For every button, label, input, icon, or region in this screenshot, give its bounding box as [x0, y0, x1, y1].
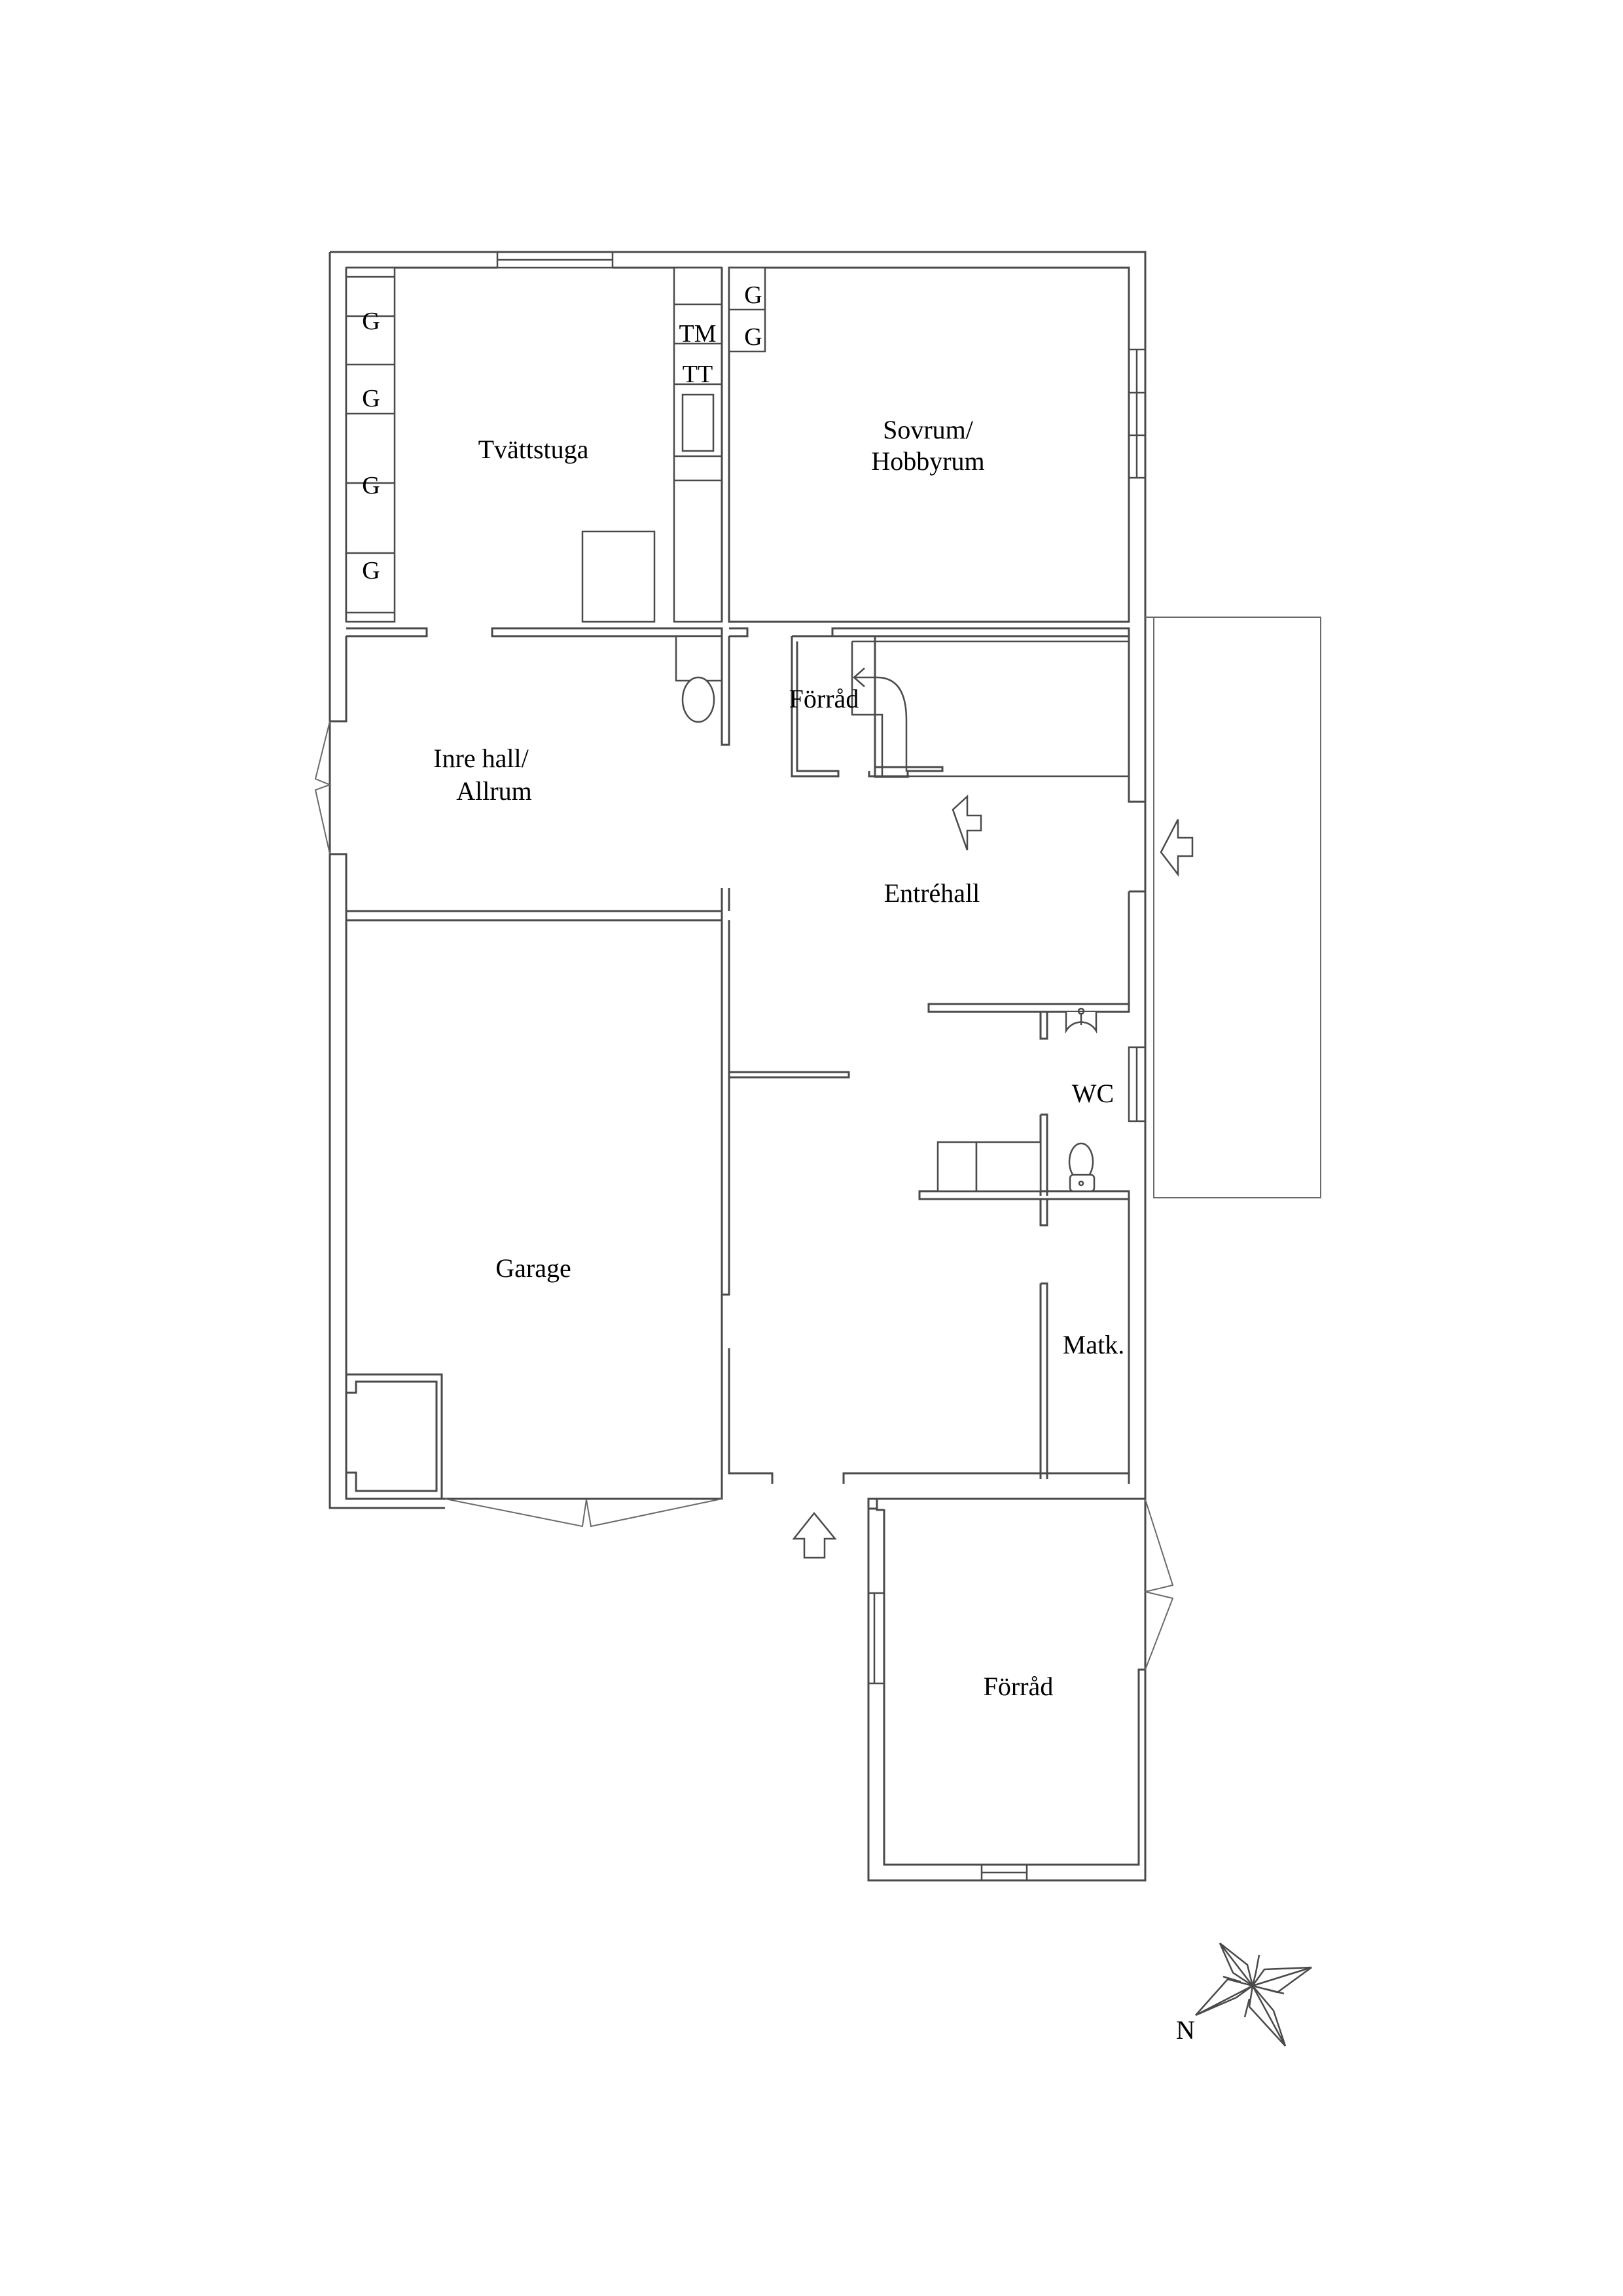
room-inre-hall [314, 635, 730, 922]
room-forrad-small [791, 635, 1145, 803]
room-tvattstuga [345, 266, 730, 637]
outer-walls [329, 251, 1147, 1510]
room-label-matk: Matk. [1063, 1330, 1124, 1359]
room-label-forrad-large: Förråd [984, 1672, 1054, 1701]
room-sovrum [728, 266, 1147, 637]
cabinet-label: G [362, 472, 380, 499]
terrace-outline [1153, 617, 1321, 1198]
room-label-tvattstuga: Tvättstuga [478, 435, 589, 464]
room-label-garage: Garage [495, 1253, 571, 1283]
drying-cabinet-label: TT [683, 361, 713, 388]
room-forrad-large [867, 1499, 1174, 1882]
room-garage [345, 919, 723, 1528]
room-label-inre-hall-line1: Inre hall/ [433, 744, 529, 773]
cabinet-label: G [362, 308, 380, 335]
cabinet-label: G [744, 281, 762, 309]
entrance-arrow-east-icon [1160, 819, 1194, 877]
room-label-wc: WC [1072, 1079, 1114, 1108]
cabinet-label: G [362, 385, 380, 412]
room-label-entrehall: Entréhall [884, 878, 980, 908]
room-label-sovrum-line2: Hobbyrum [871, 446, 984, 476]
compass-north-label: N [1176, 2015, 1195, 2045]
room-matk [1039, 1199, 1130, 1479]
compass-rose-icon [1195, 1943, 1312, 2047]
entrance-arrow-east [952, 795, 982, 851]
room-entrehall [721, 890, 1145, 1499]
room-label-sovrum-line1: Sovrum/ [883, 415, 974, 444]
room-label-inre-hall-line2: Allrum [456, 776, 532, 806]
entrance-arrow-south-icon [792, 1512, 837, 1559]
room-label-forrad-small: Förråd [789, 684, 859, 713]
cabinet-label: G [744, 323, 762, 351]
tumble-dryer-label: TM [679, 320, 717, 348]
cabinet-label: G [362, 557, 380, 584]
room-wc [918, 1007, 1147, 1227]
